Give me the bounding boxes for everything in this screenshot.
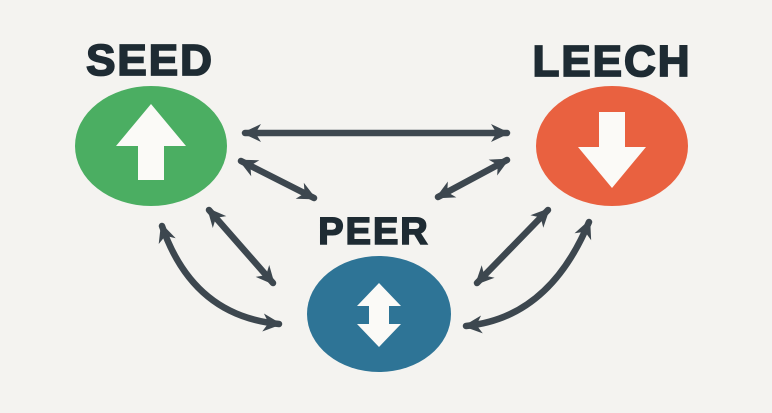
seed-peer-curved-arrow [158, 222, 283, 332]
peer-label: PEER [318, 211, 429, 253]
peer-leech-curved-arrow [462, 218, 593, 334]
peer-leech-upper-arrow [434, 156, 511, 201]
node-seed: SEED [75, 35, 227, 206]
connections [158, 124, 593, 334]
download-arrow-icon [578, 112, 646, 188]
node-leech: LEECH [532, 36, 691, 206]
seed-peer-upper-arrow [237, 157, 318, 202]
upload-download-arrow-icon [357, 283, 401, 347]
upload-arrow-icon [116, 104, 186, 180]
node-peer: PEER [307, 210, 451, 372]
leech-label: LEECH [532, 37, 691, 86]
seed-label: SEED [86, 36, 214, 85]
